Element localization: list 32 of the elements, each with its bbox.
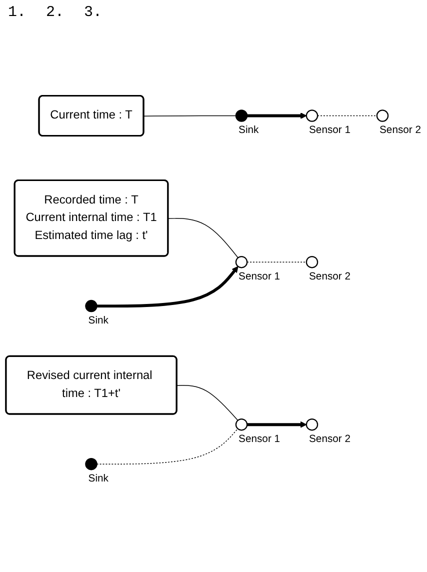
node-circle (306, 418, 318, 431)
speech-bubble: Recorded time : T Current internal time : T1 Estimated time lag : t' (14, 180, 169, 257)
speech-bubble: Revised current internal time : T1+t' (5, 355, 178, 415)
node-circle (306, 256, 318, 268)
node-circle (235, 110, 248, 122)
node-caption: Sensor 2 (309, 434, 351, 446)
node-caption: Sensor 2 (380, 125, 422, 136)
node-circle (376, 110, 389, 122)
node-caption: Sink (88, 316, 108, 326)
speech-bubble: Current time : T (38, 94, 144, 137)
connector-line (317, 115, 378, 116)
node-caption: Sensor 1 (238, 434, 280, 446)
node-circle (85, 458, 98, 470)
connector-line (168, 218, 238, 258)
connector-line (176, 385, 238, 421)
node-circle (235, 256, 248, 268)
connector-line (96, 266, 238, 308)
node-circle (85, 300, 98, 312)
panel-number: 3. (84, 4, 102, 21)
connector-line (144, 115, 236, 116)
node-caption: Sensor 2 (309, 272, 351, 283)
connector-line (247, 421, 307, 428)
panel-number: 1. (8, 4, 26, 21)
node-circle (235, 418, 248, 431)
node-caption: Sink (88, 474, 108, 485)
connector-line (96, 428, 238, 464)
node-circle (306, 110, 318, 122)
connector-line (247, 112, 307, 119)
panel-number: 2. (46, 4, 64, 21)
node-caption: Sensor 1 (309, 125, 351, 136)
node-caption: Sensor 1 (238, 272, 280, 283)
node-caption: Sink (238, 125, 259, 136)
